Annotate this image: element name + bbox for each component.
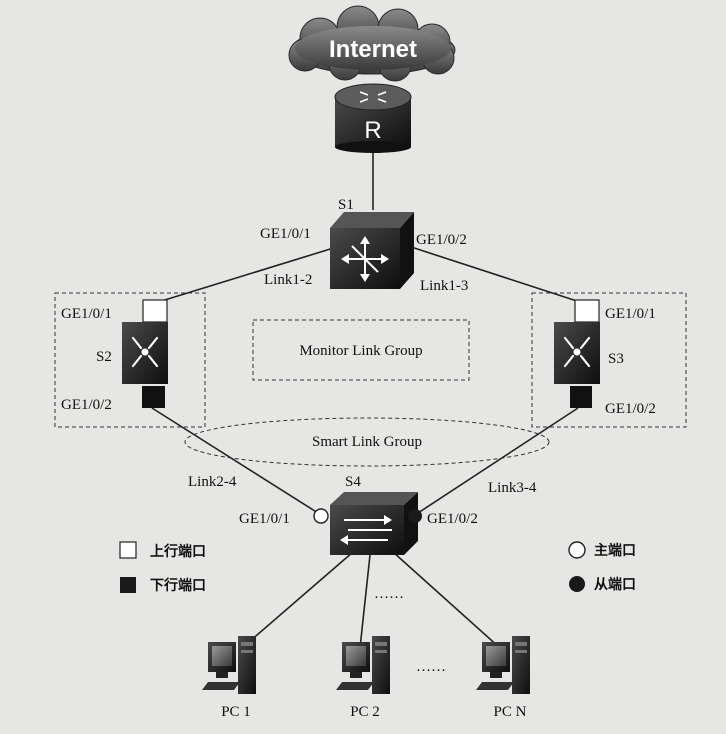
- s4-slave-port-icon: [408, 509, 422, 523]
- pc-2-label: PC 2: [350, 704, 380, 720]
- router-icon: R: [334, 83, 412, 153]
- pc-icons: [202, 636, 530, 694]
- s1-name: S1: [338, 197, 354, 213]
- link-1-2: [154, 245, 341, 304]
- link-3-4-label: Link3-4: [488, 480, 537, 496]
- link-2-4: [151, 407, 319, 514]
- legend-slave-swatch: [569, 576, 585, 592]
- s2-port-down: GE1/0/2: [61, 397, 112, 413]
- link-s4-pcn: [392, 551, 501, 649]
- link-1-3: [401, 243, 584, 304]
- switch-s2-icon: [122, 299, 168, 408]
- links: [151, 148, 584, 649]
- ellipsis-lower: ……: [416, 659, 446, 675]
- s3-name: S3: [608, 351, 624, 367]
- legend-slave-label: 从端口: [594, 576, 636, 593]
- switch-s1-icon: [330, 212, 414, 289]
- s2-port-up: GE1/0/1: [61, 306, 112, 322]
- internet-label: Internet: [329, 36, 417, 63]
- s3-port-up: GE1/0/1: [605, 306, 656, 322]
- monitor-link-group-label: Monitor Link Group: [299, 343, 422, 359]
- internet-cloud-icon: Internet: [288, 5, 456, 82]
- s1-port-right: GE1/0/2: [416, 232, 467, 248]
- s4-name: S4: [345, 474, 361, 490]
- smart-link-group-label: Smart Link Group: [312, 434, 422, 450]
- link-s4-pc1: [241, 551, 354, 649]
- pc-n-label: PC N: [494, 704, 527, 720]
- s2-group-box: [54, 292, 206, 428]
- legend-master-swatch: [568, 541, 586, 559]
- switch-s3-icon: [554, 299, 600, 408]
- legend-downlink-swatch: [120, 577, 136, 593]
- pc-n-icon: [476, 636, 530, 694]
- s3-port-down: GE1/0/2: [605, 401, 656, 417]
- legend-uplink-swatch: [119, 541, 137, 559]
- legend-master-label: 主端口: [594, 542, 636, 559]
- pc-2-icon: [336, 636, 390, 694]
- s4-master-port-icon: [313, 508, 329, 524]
- s4-port-right: GE1/0/2: [427, 511, 478, 527]
- router-label: R: [364, 117, 381, 144]
- s3-group-box: [531, 292, 687, 428]
- legend-uplink-label: 上行端口: [150, 543, 206, 560]
- smart-link-group-ellipse: [184, 417, 550, 467]
- s4-port-left: GE1/0/1: [239, 511, 290, 527]
- monitor-link-group-box: [252, 319, 470, 381]
- ellipsis-upper: ……: [374, 586, 404, 602]
- link-2-4-label: Link2-4: [188, 474, 237, 490]
- legend: 上行端口 下行端口 主端口 从端口: [119, 541, 636, 594]
- pc-1-label: PC 1: [221, 704, 251, 720]
- s2-name: S2: [96, 349, 112, 365]
- switch-s4-icon: [330, 492, 418, 555]
- pc-1-icon: [202, 636, 256, 694]
- link-s4-pc2: [359, 554, 371, 649]
- legend-downlink-label: 下行端口: [150, 577, 206, 594]
- s1-port-left: GE1/0/1: [260, 226, 311, 242]
- link-1-3-label: Link1-3: [420, 278, 468, 294]
- link-3-4: [417, 407, 579, 514]
- link-1-2-label: Link1-2: [264, 272, 312, 288]
